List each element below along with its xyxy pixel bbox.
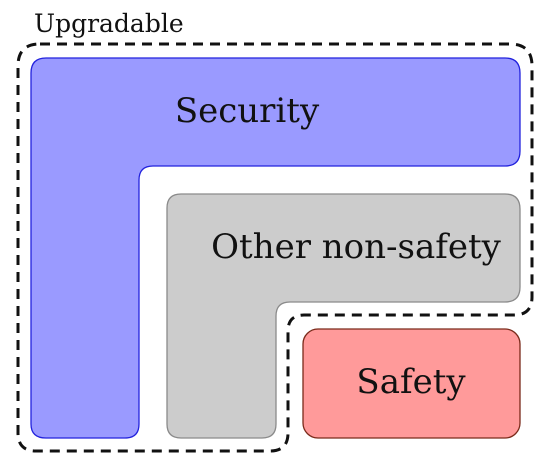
security-region: [30, 57, 521, 439]
other-non-safety-label: Other non-safety: [211, 227, 501, 267]
other-non-safety-region: [166, 193, 521, 439]
upgradable-label: Upgradable: [34, 9, 184, 38]
security-label: Security: [175, 91, 320, 131]
safety-label: Safety: [356, 362, 466, 402]
upgradable-boundary: [16, 42, 534, 453]
safety-region: [302, 328, 521, 439]
